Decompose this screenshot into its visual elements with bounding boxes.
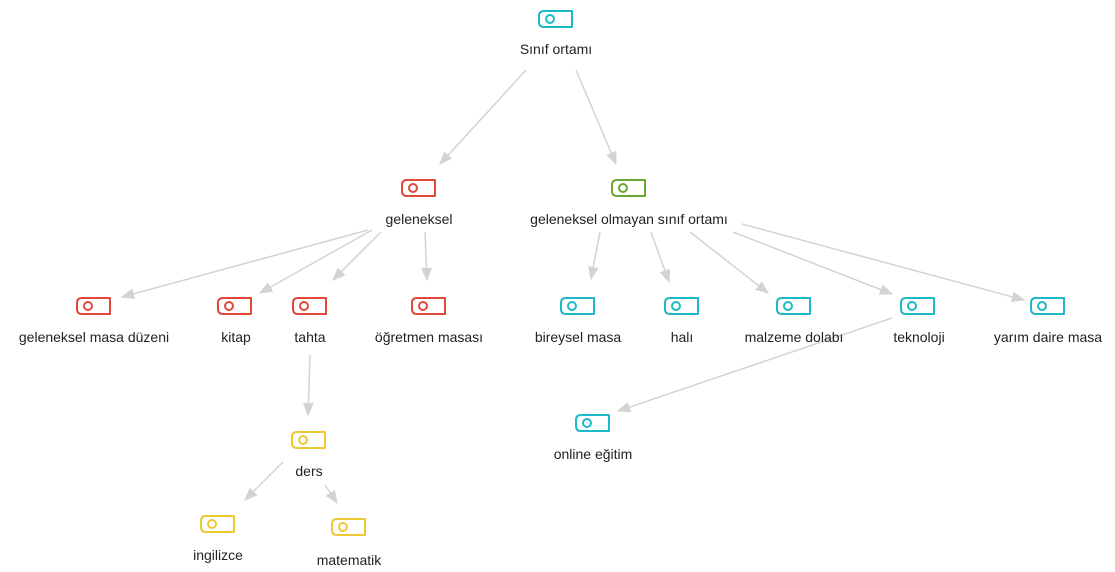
edge-geleneksel-to-ogretmen-masasi — [421, 231, 432, 282]
node-tahta[interactable]: tahta — [292, 297, 327, 345]
tag-icon — [331, 518, 366, 536]
edge-geleneksel-olmayan-to-bireysel-masa — [587, 231, 601, 281]
node-matematik[interactable]: matematik — [317, 518, 383, 568]
node-geleneksel-olmayan[interactable]: geleneksel olmayan sınıf ortamı — [530, 179, 728, 227]
tag-icon — [76, 297, 111, 315]
tag-icon — [611, 179, 646, 197]
node-yarim-daire-masa[interactable]: yarım daire masa — [994, 297, 1102, 345]
node-label-hali: halı — [671, 329, 694, 345]
node-label-sinif-ortami: Sınıf ortamı — [520, 41, 592, 57]
edge-ders-to-matematik — [324, 484, 338, 505]
node-label-online-egitim: online eğitim — [554, 446, 633, 462]
node-label-teknoloji: teknoloji — [893, 329, 944, 345]
edge-tahta-to-ders — [303, 354, 314, 417]
edge-geleneksel-to-tahta — [332, 231, 382, 281]
edge-teknoloji-to-online-egitim — [616, 317, 893, 413]
edge-geleneksel-olmayan-to-teknoloji — [732, 231, 894, 295]
edge-sinif-ortami-to-geleneksel — [439, 69, 527, 165]
tag-icon — [575, 414, 610, 432]
node-geleneksel[interactable]: geleneksel — [386, 179, 453, 227]
node-bireysel-masa[interactable]: bireysel masa — [535, 297, 622, 345]
node-label-tahta: tahta — [294, 329, 325, 345]
node-kitap[interactable]: kitap — [217, 297, 252, 345]
edge-geleneksel-to-kitap — [258, 229, 373, 294]
node-teknoloji[interactable]: teknoloji — [893, 297, 945, 345]
edge-geleneksel-olmayan-to-malzeme-dolabi — [689, 231, 770, 294]
node-label-yarim-daire-masa: yarım daire masa — [994, 329, 1102, 345]
node-malzeme-dolabi[interactable]: malzeme dolabı — [745, 297, 844, 345]
tag-icon — [560, 297, 595, 315]
node-label-geleneksel-masa-duzeni: geleneksel masa düzeni — [19, 329, 169, 345]
tag-icon — [664, 297, 699, 315]
node-label-kitap: kitap — [221, 329, 251, 345]
tag-icon — [776, 297, 811, 315]
node-geleneksel-masa-duzeni[interactable]: geleneksel masa düzeni — [19, 297, 169, 345]
node-label-malzeme-dolabi: malzeme dolabı — [745, 329, 844, 345]
node-ingilizce[interactable]: ingilizce — [193, 515, 243, 563]
node-label-ogretmen-masasi: öğretmen masası — [375, 329, 483, 345]
node-ogretmen-masasi[interactable]: öğretmen masası — [375, 297, 483, 345]
tag-icon — [1030, 297, 1065, 315]
node-label-ders: ders — [295, 463, 322, 479]
edges-layer — [120, 69, 1026, 505]
tag-icon — [538, 10, 573, 28]
tag-icon — [401, 179, 436, 197]
tag-icon — [900, 297, 935, 315]
node-label-bireysel-masa: bireysel masa — [535, 329, 622, 345]
edge-ders-to-ingilizce — [244, 461, 284, 501]
tag-icon — [292, 297, 327, 315]
tag-icon — [200, 515, 235, 533]
tag-icon — [411, 297, 446, 315]
node-ders[interactable]: ders — [291, 431, 326, 479]
node-label-matematik: matematik — [317, 552, 383, 568]
edge-geleneksel-olmayan-to-hali — [650, 231, 670, 284]
node-label-ingilizce: ingilizce — [193, 547, 243, 563]
edge-sinif-ortami-to-geleneksel-olmayan — [575, 69, 617, 166]
node-hali[interactable]: halı — [664, 297, 699, 345]
tag-icon — [291, 431, 326, 449]
edge-geleneksel-olmayan-to-yarim-daire-masa — [741, 223, 1026, 303]
node-sinif-ortami[interactable]: Sınıf ortamı — [520, 10, 592, 57]
node-online-egitim[interactable]: online eğitim — [554, 414, 633, 462]
node-label-geleneksel-olmayan: geleneksel olmayan sınıf ortamı — [530, 211, 728, 227]
node-label-geleneksel: geleneksel — [386, 211, 453, 227]
tag-icon — [217, 297, 252, 315]
nodes-layer: Sınıf ortamı geleneksel geleneksel olmayan… — [19, 10, 1102, 568]
edge-geleneksel-to-geleneksel-masa-duzeni — [120, 229, 369, 300]
